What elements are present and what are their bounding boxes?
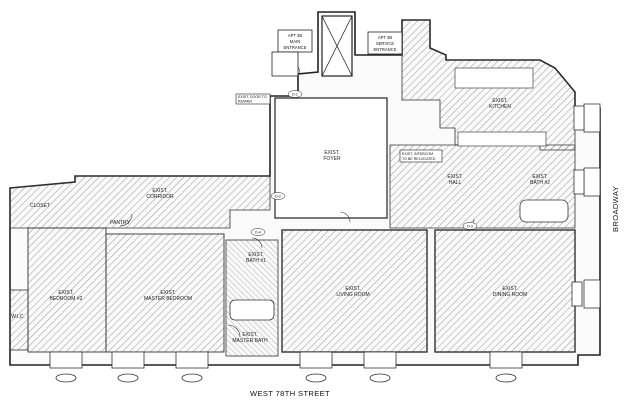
master-bedroom-label: EXIST.MASTER BEDROOM bbox=[144, 290, 192, 302]
living-room-label: EXIST.LIVING ROOM bbox=[336, 286, 369, 298]
east-windows bbox=[571, 103, 601, 309]
bedroom2-label: EXIST.BEDROOM #2 bbox=[50, 290, 83, 302]
door-tag-4: D-4 bbox=[255, 230, 261, 234]
door-tag-3: D-3 bbox=[467, 224, 473, 228]
bath1-label: EXIST.BATH #1 bbox=[246, 252, 266, 264]
closet-label: CLOSET bbox=[30, 203, 50, 209]
door-tags bbox=[250, 90, 478, 236]
south-street-label: WEST 78TH STREET bbox=[250, 389, 330, 398]
elevator-shaft bbox=[321, 15, 353, 77]
master-bath-label: EXIST.MASTER BATH bbox=[232, 332, 268, 344]
foyer-label: EXIST.FOYER bbox=[323, 150, 341, 162]
bath2-label: EXIST.BATH #2 bbox=[530, 174, 550, 186]
entrance-boxes bbox=[271, 29, 403, 77]
door-tag-1: D-1 bbox=[292, 92, 298, 96]
south-windows bbox=[49, 351, 523, 383]
dining-room-label: EXIST.DINING ROOM bbox=[493, 286, 527, 298]
kitchen-label: EXIST.KITCHEN bbox=[489, 98, 511, 110]
wic-label: W.I.C. bbox=[11, 314, 25, 320]
corridor-label: EXIST.CORRIDOR bbox=[146, 188, 174, 200]
east-street-label: BROADWAY bbox=[611, 186, 620, 232]
door-tag-2: D-2 bbox=[275, 194, 281, 198]
hall-label: EXIST.HALL bbox=[447, 174, 462, 186]
pantry-label: PANTRY bbox=[110, 220, 130, 226]
note-boxes bbox=[235, 93, 443, 163]
bathtubs bbox=[229, 199, 569, 321]
hatched-areas bbox=[9, 19, 576, 357]
